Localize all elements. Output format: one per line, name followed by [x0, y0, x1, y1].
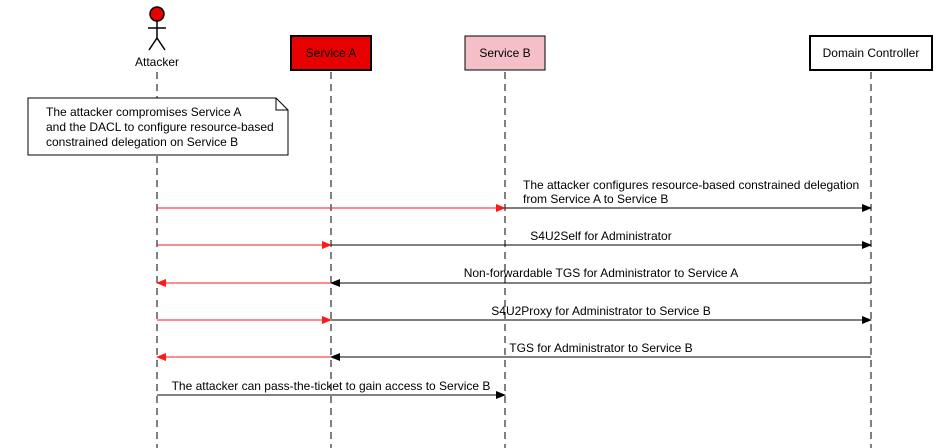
note-fold: [275, 98, 288, 111]
message-2: S4U2Self for Administrator: [157, 229, 872, 249]
message-2-label: S4U2Self for Administrator: [530, 229, 671, 243]
dc-box: Domain Controller: [809, 35, 933, 71]
message-4: S4U2Proxy for Administrator to Service B: [157, 304, 872, 324]
message-5-label: TGS for Administrator to Service B: [509, 341, 692, 355]
message-1-label: from Service A to Service B: [523, 192, 668, 206]
message-6: The attacker can pass-the-ticket to gain…: [157, 379, 506, 399]
service-a-label: Service A: [306, 46, 357, 60]
stick-figure-icon: [148, 6, 166, 51]
note-outline: [27, 97, 289, 156]
service-a-rect: [290, 35, 372, 71]
message-1: The attacker configures resource-based c…: [157, 178, 872, 212]
message-3: Non-forwardable TGS for Administrator to…: [156, 266, 871, 287]
message-3-label: Non-forwardable TGS for Administrator to…: [464, 266, 739, 280]
message-1-label: The attacker configures resource-based c…: [523, 178, 859, 192]
attacker-label: Attacker: [135, 55, 179, 69]
service-b-rect: [464, 35, 546, 71]
note-line: and the DACL to configure resource-based: [46, 120, 274, 134]
message-5: TGS for Administrator to Service B: [156, 341, 871, 361]
message-4-label: S4U2Proxy for Administrator to Service B: [491, 304, 710, 318]
dc-label: Domain Controller: [823, 46, 920, 60]
note-box: The attacker compromises Service A and t…: [27, 97, 289, 156]
note-line: constrained delegation on Service B: [46, 135, 238, 149]
service-a-box: Service A: [290, 35, 372, 71]
service-b-box: Service B: [464, 35, 546, 71]
service-b-label: Service B: [479, 46, 530, 60]
attacker-head: [149, 6, 165, 22]
dc-rect: [809, 35, 933, 71]
message-6-label: The attacker can pass-the-ticket to gain…: [172, 379, 491, 393]
note-line: The attacker compromises Service A: [46, 105, 241, 119]
